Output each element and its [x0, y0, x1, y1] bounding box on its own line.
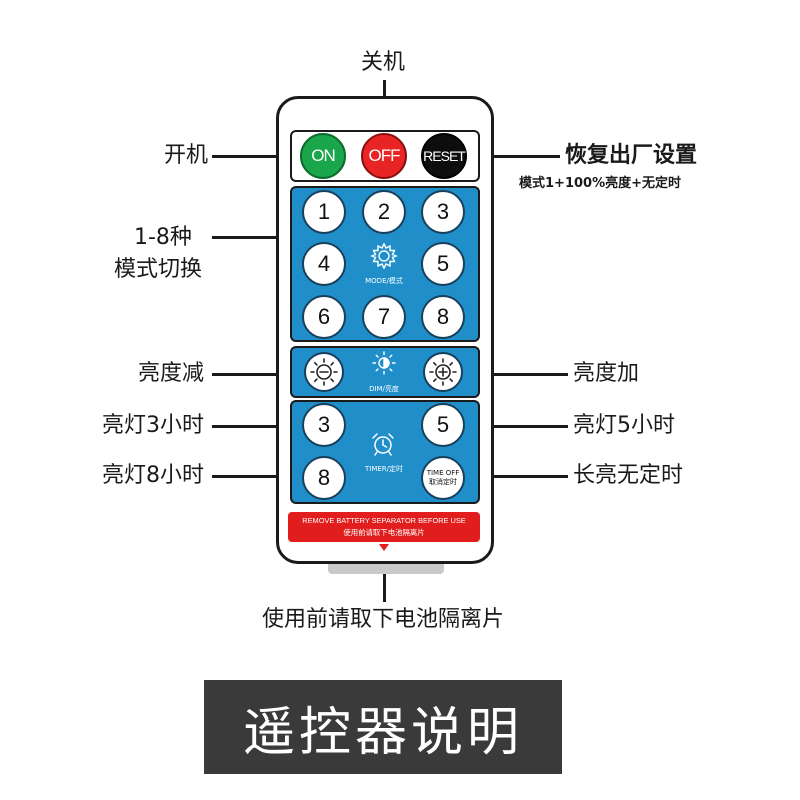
title-box: 遥控器说明 — [204, 680, 562, 774]
label-timer-off: 长亮无定时 — [573, 463, 684, 488]
label-timer-5h: 亮灯5小时 — [573, 413, 675, 438]
label-reset-desc: 模式1+100%亮度+无定时 — [519, 176, 681, 191]
leader-timer-off — [470, 475, 568, 478]
reset-button[interactable]: RESET — [421, 133, 467, 179]
mode-caption: MODE/模式 — [365, 277, 403, 285]
time-off-en: TIME OFF — [426, 469, 460, 477]
leader-reset — [466, 155, 560, 158]
label-dim-down: 亮度减 — [137, 361, 204, 386]
mode-button-8[interactable]: 8 — [421, 295, 465, 339]
off-button[interactable]: OFF — [361, 133, 407, 179]
dim-caption: DIM/亮度 — [369, 385, 399, 393]
leader-dim-down — [212, 373, 304, 376]
leader-timer-3h — [212, 425, 304, 428]
dim-down-button[interactable] — [304, 352, 344, 392]
mode-button-3[interactable]: 3 — [421, 190, 465, 234]
page-title: 遥控器说明 — [242, 702, 523, 763]
on-button[interactable]: ON — [300, 133, 346, 179]
mode-button-2[interactable]: 2 — [362, 190, 406, 234]
brightness-icon — [372, 351, 396, 375]
mode-button-6[interactable]: 6 — [302, 295, 346, 339]
gear-icon — [370, 242, 398, 270]
label-timer-8h: 亮灯8小时 — [102, 463, 204, 488]
banner-cn: 使用前请取下电池隔离片 — [343, 528, 425, 537]
leader-timer-5h — [462, 425, 568, 428]
mode-button-1[interactable]: 1 — [302, 190, 346, 234]
battery-banner: REMOVE BATTERY SEPARATOR BEFORE USE 使用前请… — [288, 512, 480, 542]
dim-up-button[interactable] — [423, 352, 463, 392]
mode-button-5[interactable]: 5 — [421, 242, 465, 286]
label-power-off: 关机 — [361, 50, 406, 75]
leader-power-on — [212, 155, 304, 158]
arrow-down-icon — [379, 544, 389, 551]
time-off-button[interactable]: TIME OFF 取消定时 — [421, 456, 465, 500]
label-modes-line2: 模式切换 — [114, 257, 203, 282]
label-modes-line1: 1-8种 — [134, 225, 192, 250]
leader-dim-up — [460, 373, 568, 376]
label-power-on: 开机 — [163, 143, 208, 168]
label-timer-3h: 亮灯3小时 — [102, 413, 204, 438]
time-off-cn: 取消定时 — [429, 478, 457, 486]
leader-battery — [383, 570, 386, 602]
mode-button-4[interactable]: 4 — [302, 242, 346, 286]
timer-3h-button[interactable]: 3 — [302, 403, 346, 447]
timer-caption: TIMER/定时 — [364, 465, 404, 473]
timer-8h-button[interactable]: 8 — [302, 456, 346, 500]
banner-en: REMOVE BATTERY SEPARATOR BEFORE USE — [302, 516, 466, 525]
timer-5h-button[interactable]: 5 — [421, 403, 465, 447]
mode-button-7[interactable]: 7 — [362, 295, 406, 339]
label-battery-note: 使用前请取下电池隔离片 — [262, 607, 505, 632]
sun-minus-icon — [310, 358, 338, 386]
alarm-clock-icon — [372, 433, 394, 456]
label-dim-up: 亮度加 — [573, 361, 640, 386]
leader-timer-8h — [212, 475, 304, 478]
sun-plus-icon — [429, 358, 457, 386]
label-reset: 恢复出厂设置 — [565, 143, 698, 168]
leader-modes — [212, 236, 304, 239]
